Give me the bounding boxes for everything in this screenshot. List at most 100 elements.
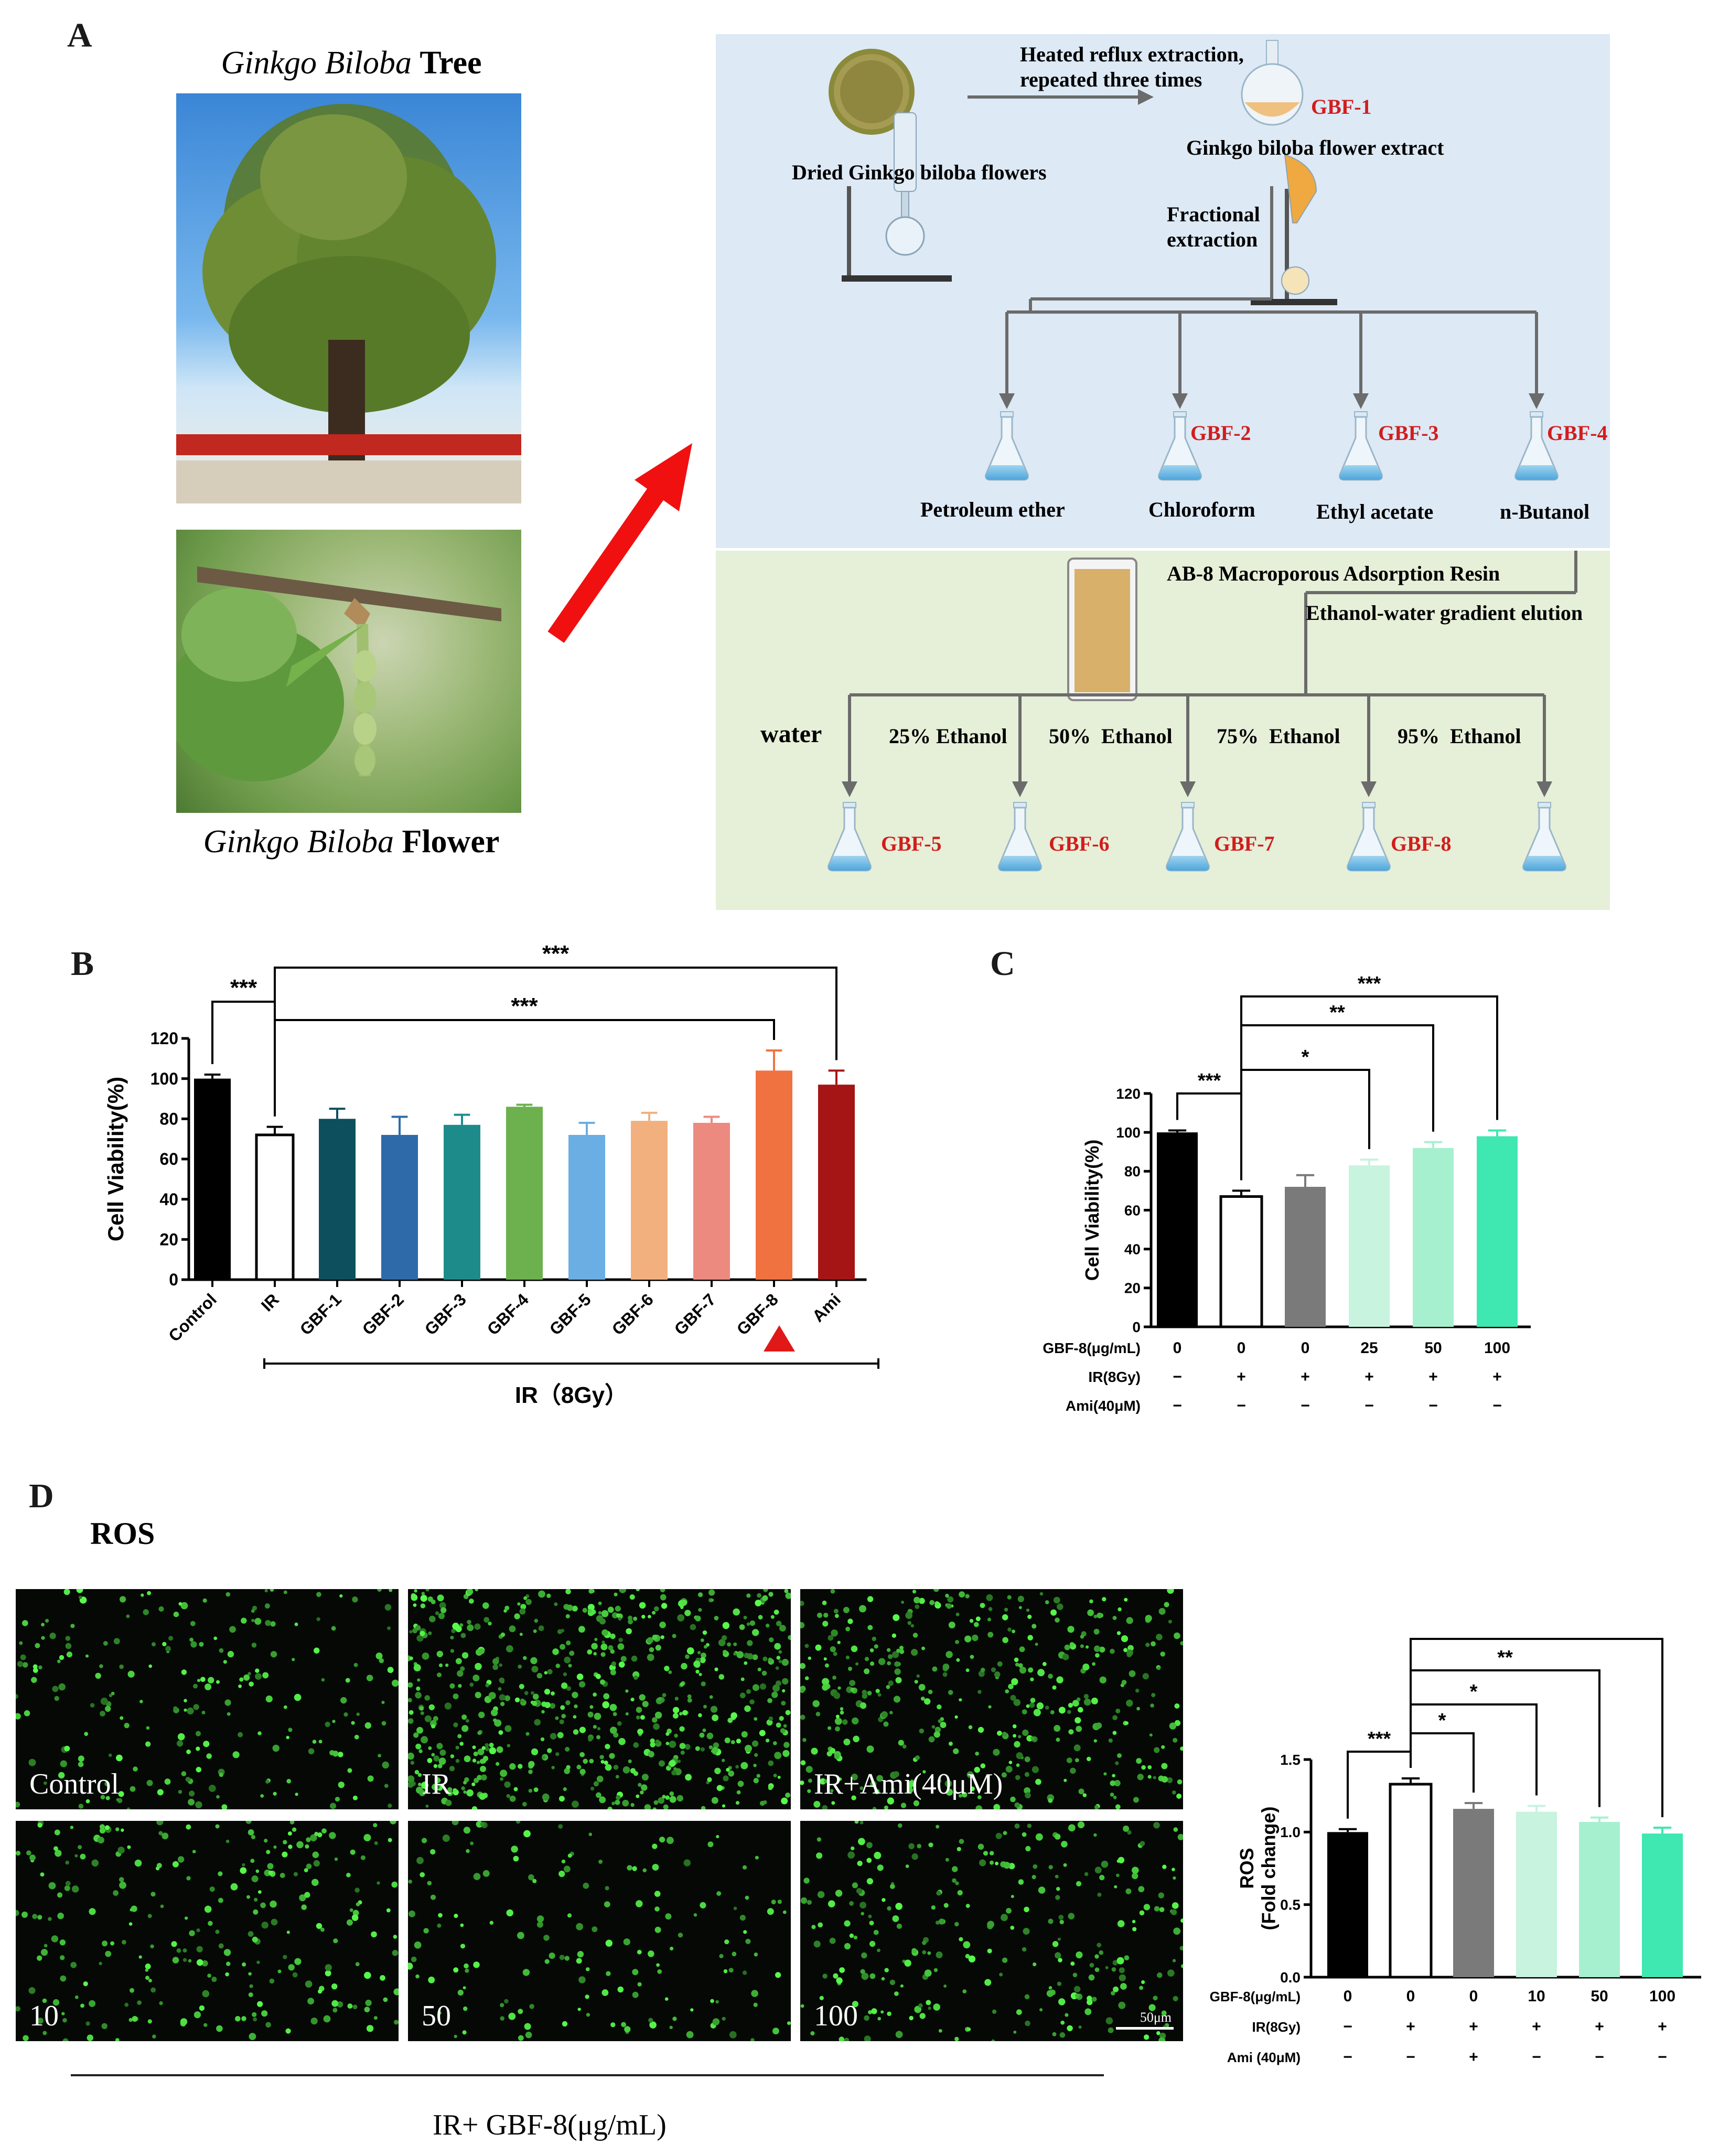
cell-dot <box>599 1796 606 1804</box>
cell-dot <box>277 1969 282 1973</box>
cell-dot <box>331 1626 336 1631</box>
cell-dot <box>251 1835 255 1839</box>
cell-dot <box>190 1621 196 1626</box>
cell-dot <box>260 1794 264 1798</box>
cell-dot <box>431 1724 436 1729</box>
cell-dot <box>754 1953 758 1957</box>
cell-dot <box>558 1824 563 1829</box>
cell-dot <box>864 1668 870 1675</box>
cell-dot <box>1132 1867 1139 1874</box>
cell-dot <box>1028 1667 1034 1673</box>
y-tick-label: 100 <box>151 1069 178 1088</box>
cell-dot <box>251 1875 259 1882</box>
cell-dot <box>1035 1643 1038 1646</box>
cell-dot <box>630 1698 635 1702</box>
cell-dot <box>518 1764 523 1769</box>
cell-dot <box>356 1902 360 1906</box>
bar <box>1219 1195 1263 1328</box>
cell-dot <box>408 1962 413 1970</box>
cell-dot <box>638 1783 642 1787</box>
cell-dot <box>506 1909 513 1917</box>
cell-dot <box>935 1921 940 1925</box>
cell-dot <box>1132 1919 1136 1924</box>
gbf8-tag: GBF-8 <box>1391 832 1452 855</box>
cell-dot <box>413 1603 417 1607</box>
cell-dot <box>664 1997 669 2001</box>
cell-dot <box>753 2002 758 2007</box>
group-underline <box>71 2074 1104 2076</box>
cell-dot <box>100 1711 105 1717</box>
significance-label: * <box>1470 1681 1478 1703</box>
cell-dot <box>1153 1996 1158 2001</box>
cell-dot <box>138 1955 142 1959</box>
bar <box>1327 1832 1368 1977</box>
extraction-flowchart <box>828 40 1577 872</box>
cell-dot <box>35 1643 40 1648</box>
gbf7-tag: GBF-7 <box>1214 832 1275 855</box>
cell-dot <box>185 1916 188 1920</box>
cell-dot <box>877 1864 884 1871</box>
cell-dot <box>1075 1717 1081 1724</box>
cell-dot <box>895 1903 903 1910</box>
cell-dot <box>439 1602 446 1609</box>
cell-dot <box>104 1781 110 1787</box>
cell-dot <box>415 1743 422 1750</box>
condition-value: + <box>1406 2018 1415 2035</box>
cell-dot <box>928 1689 933 1694</box>
cell-dot <box>472 1758 477 1763</box>
cell-dot <box>881 1711 888 1718</box>
cell-dot <box>558 1870 565 1878</box>
cell-dot <box>952 1878 957 1883</box>
cell-dot <box>145 1964 151 1969</box>
cell-dot <box>756 1774 760 1778</box>
cell-dot <box>101 2023 108 2029</box>
cell-dot <box>641 1774 649 1781</box>
cell-dot <box>669 1796 676 1803</box>
cell-dot <box>889 1979 896 1986</box>
y-tick-label: 120 <box>151 1029 178 1048</box>
cell-dot <box>131 1905 137 1912</box>
cell-dot <box>887 1906 891 1911</box>
ros-image-label: IR+Ami(40μM) <box>814 1768 1003 1800</box>
y-tick-label: 20 <box>1124 1280 1141 1296</box>
cell-dot <box>124 2002 129 2007</box>
cell-dot <box>565 1589 571 1595</box>
cell-dot <box>308 1748 315 1755</box>
cell-dot <box>722 1622 730 1629</box>
cell-dot <box>150 1944 154 1949</box>
cell-dot <box>389 1589 393 1592</box>
cell-dot <box>560 1644 566 1650</box>
cell-dot <box>151 1892 156 1897</box>
cell-dot <box>728 1770 735 1777</box>
cell-dot <box>541 1710 545 1714</box>
cell-dot <box>262 1672 269 1679</box>
cell-dot <box>829 1937 836 1944</box>
cell-dot <box>684 1744 691 1750</box>
cell-dot <box>830 1646 836 1653</box>
cell-dot <box>509 1625 516 1633</box>
cell-dot <box>1105 1966 1109 1969</box>
x-tick-label: GBF-7 <box>671 1290 719 1338</box>
cell-dot <box>475 1589 478 1592</box>
cell-dot <box>428 1746 432 1750</box>
cell-dot <box>910 1624 914 1628</box>
cell-dot <box>822 1973 828 1979</box>
cell-dot <box>330 1803 336 1809</box>
cell-dot <box>365 1999 372 2007</box>
significance-label: *** <box>1358 975 1381 995</box>
cell-dot <box>955 1612 960 1616</box>
cell-dot <box>788 1635 791 1640</box>
tree-caption: Ginkgo Biloba Tree <box>173 45 530 82</box>
cell-dot <box>611 1801 615 1805</box>
cell-dot <box>393 1988 399 1996</box>
cell-dot <box>559 1955 565 1960</box>
cell-dot <box>48 1917 52 1921</box>
cell-dot <box>517 1932 524 1939</box>
cell-dot <box>669 1791 674 1796</box>
cell-dot <box>1083 1698 1091 1706</box>
cell-dot <box>800 1897 808 1904</box>
fractional-label-line1: Fractional <box>1167 202 1260 226</box>
cell-dot <box>1035 1833 1043 1841</box>
cell-dot <box>917 1843 921 1849</box>
cell-dot <box>915 1755 920 1760</box>
